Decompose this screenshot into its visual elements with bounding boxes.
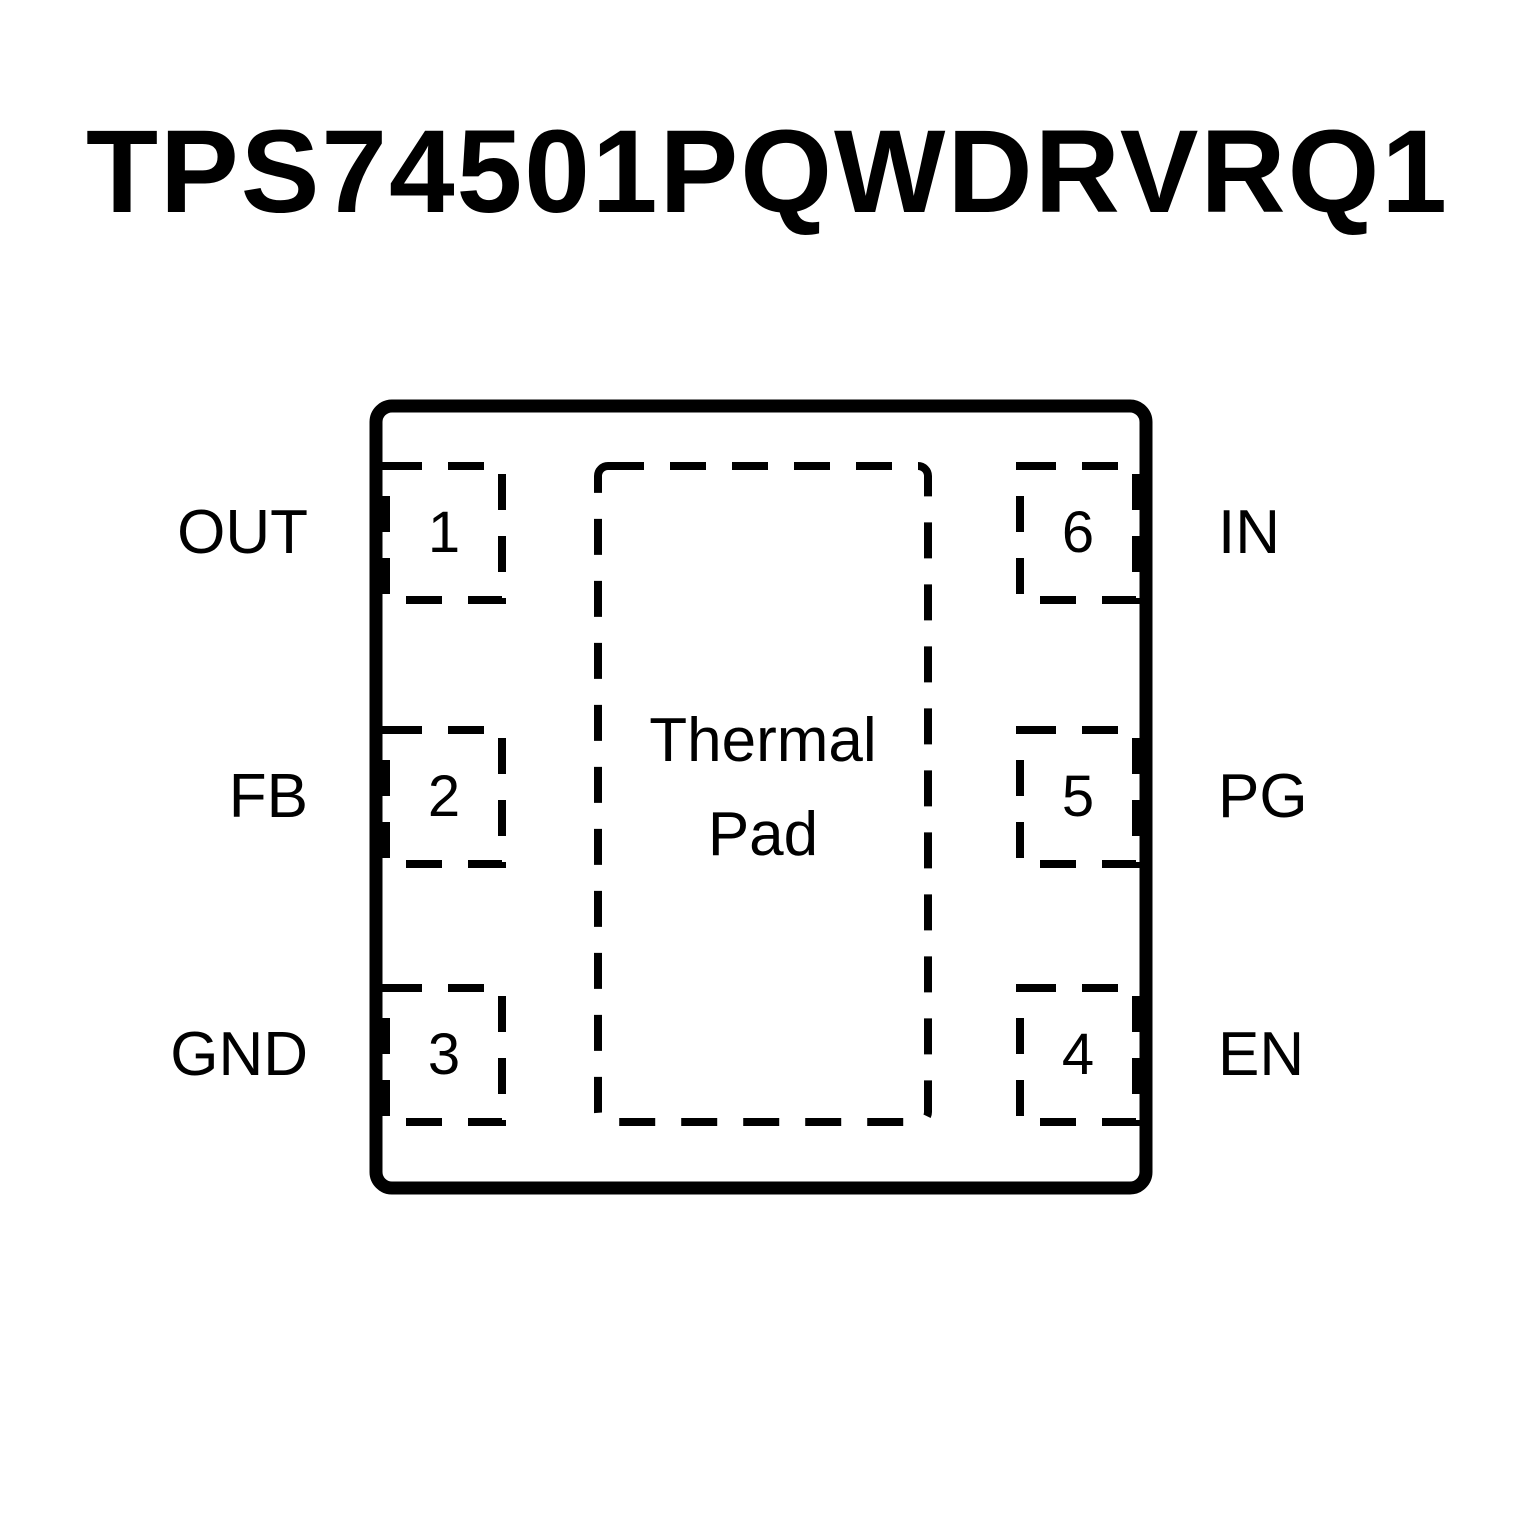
pin-label-out: OUT (177, 498, 308, 567)
pin-number-4: 4 (1061, 1022, 1095, 1087)
thermal-pad-label-line1: Thermal (649, 706, 877, 775)
pin-number-1: 1 (427, 500, 461, 565)
pin-label-gnd: GND (170, 1020, 308, 1089)
part-number-title: TPS74501PQWDRVRQ1 (85, 106, 1450, 238)
thermal-pad-label-line2: Pad (707, 800, 819, 869)
pin-label-in: IN (1218, 498, 1280, 567)
pin-label-fb: FB (228, 762, 308, 831)
package-outline (369, 399, 1153, 1195)
pin-number-6: 6 (1061, 500, 1095, 565)
pin-number-3: 3 (427, 1022, 461, 1087)
thermal-pad-outline (594, 462, 932, 1126)
thermal-pad-label: Thermal Pad (598, 694, 928, 882)
pin-label-pg: PG (1218, 762, 1308, 831)
pin-number-2: 2 (427, 764, 461, 829)
pin-label-en: EN (1218, 1020, 1305, 1089)
pin-number-5: 5 (1061, 764, 1095, 829)
